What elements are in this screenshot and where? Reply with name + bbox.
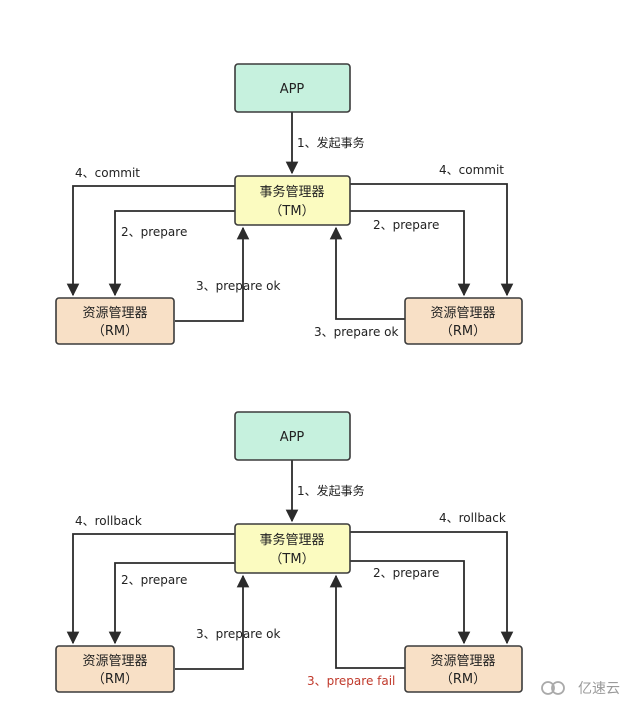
app-node xyxy=(234,411,351,461)
tm-label-line2: （TM） xyxy=(269,204,314,219)
step3-right-fail-label: 3、prepare fail xyxy=(307,674,395,688)
rm-right-node xyxy=(404,297,523,345)
edge-tm-commit-right xyxy=(350,183,514,297)
step3-left-label: 3、prepare ok xyxy=(196,279,280,293)
step1-label: 1、发起事务 xyxy=(297,483,365,498)
diagram-commit: APP 事务管理器 （TM） 资源管理器 （RM） 资源管理器 （RM） 1、发… xyxy=(55,63,523,345)
step2-left-label: 2、prepare xyxy=(121,573,187,587)
rm-right-label-line2: （RM） xyxy=(440,324,486,339)
rm-left-label-line2: （RM） xyxy=(92,324,138,339)
app-node xyxy=(234,63,351,113)
edge-tm-commit-left xyxy=(66,185,235,297)
step3-left-label: 3、prepare ok xyxy=(196,627,280,641)
edge-tm-prepare-left xyxy=(108,562,235,645)
diagram-rollback: APP 事务管理器 （TM） 资源管理器 （RM） 资源管理器 （RM） 1、发… xyxy=(55,411,523,693)
rm-left-node xyxy=(55,645,175,693)
rm-right-label-line1: 资源管理器 xyxy=(430,306,495,321)
watermark: 亿速云 xyxy=(541,681,620,697)
step1-label: 1、发起事务 xyxy=(297,135,365,150)
edge-tm-prepare-left xyxy=(108,210,235,297)
tm-node xyxy=(234,523,351,574)
tm-label-line1: 事务管理器 xyxy=(259,532,324,548)
tm-node xyxy=(234,175,351,226)
edge-rm-left-prepare-ok xyxy=(175,226,250,322)
rm-right-label-line1: 资源管理器 xyxy=(430,654,495,669)
edge-tm-prepare-right xyxy=(350,560,471,645)
step4-left-label: 4、commit xyxy=(75,166,140,180)
tm-label-line1: 事务管理器 xyxy=(259,184,324,200)
rm-right-node xyxy=(404,645,523,693)
rm-left-label-line1: 资源管理器 xyxy=(82,654,147,669)
rm-left-label-line1: 资源管理器 xyxy=(82,306,147,321)
rm-right-label-line2: （RM） xyxy=(440,672,486,687)
watermark-logo-icon xyxy=(541,681,565,695)
edge-rm-right-prepare-ok xyxy=(329,226,405,320)
watermark-text: 亿速云 xyxy=(578,681,620,697)
step3-right-label: 3、prepare ok xyxy=(314,325,398,339)
step4-left-label: 4、rollback xyxy=(75,514,142,528)
app-label: APP xyxy=(280,430,305,445)
step2-left-label: 2、prepare xyxy=(121,225,187,239)
step4-right-label: 4、commit xyxy=(439,163,504,177)
tm-label-line2: （TM） xyxy=(269,552,314,567)
edge-tm-rollback-left xyxy=(66,533,235,645)
edge-rm-left-prepare-ok xyxy=(175,574,250,670)
app-label: APP xyxy=(280,82,305,97)
edge-tm-rollback-right xyxy=(350,531,514,645)
step4-right-label: 4、rollback xyxy=(439,511,506,525)
edge-tm-prepare-right xyxy=(350,210,471,297)
rm-left-node xyxy=(55,297,175,345)
step2-right-label: 2、prepare xyxy=(373,218,439,232)
step2-right-label: 2、prepare xyxy=(373,566,439,580)
rm-left-label-line2: （RM） xyxy=(92,672,138,687)
edge-rm-right-prepare-fail xyxy=(329,574,405,669)
